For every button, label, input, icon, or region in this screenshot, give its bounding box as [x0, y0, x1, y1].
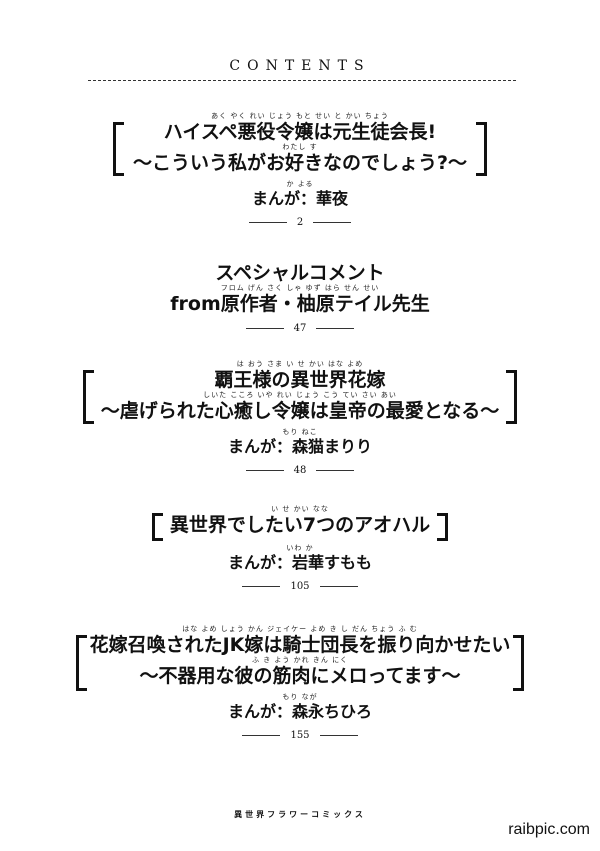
title-block: は おう さま い せ かい はな よめ 覇王様の異世界花嫁 しいた こころ い…	[82, 360, 518, 424]
author-ruby: もり なが	[282, 693, 318, 701]
left-bracket	[112, 122, 124, 176]
entry-subtitle: 〜不器用な彼の筋肉にメロってます〜	[139, 665, 461, 687]
ruby-text: い せ かい なな	[271, 505, 329, 513]
entry-author: まんが：森猫まりり	[227, 437, 372, 456]
page-number: 155	[290, 730, 310, 741]
ruby-text: しいた こころ いや れい じょう こう てい さい あい	[203, 391, 397, 399]
toc-entry[interactable]: い せ かい なな 異世界でしたい7つのアオハル いわ か まんが：岩華すもも …	[0, 505, 600, 592]
dash-left	[245, 328, 284, 329]
entry-title: 花嫁召喚されたJK嫁は騎士団長を振り向かせたい	[89, 634, 511, 656]
dash-left	[245, 470, 284, 471]
right-bracket	[506, 370, 518, 424]
ruby-text: ふ き よう かれ きん にく	[251, 656, 348, 664]
dash-right	[313, 222, 352, 223]
entry-author: まんが：岩華すもも	[227, 553, 372, 572]
right-bracket	[476, 122, 488, 176]
dash-left	[242, 586, 281, 587]
left-bracket	[82, 370, 94, 424]
author-ruby: いわ か	[286, 544, 314, 552]
left-bracket	[75, 635, 87, 691]
left-bracket	[151, 513, 163, 541]
dash-left	[248, 222, 287, 223]
entry-title: 覇王様の異世界花嫁	[214, 369, 386, 391]
page-number: 47	[293, 323, 307, 334]
toc-entry[interactable]: スペシャルコメント フロム げん さく しゃ ゆず はら せん せい from原…	[0, 262, 600, 334]
watermark: raibpic.com	[508, 821, 590, 838]
page-number: 2	[296, 217, 304, 228]
dash-right	[319, 735, 358, 736]
author-ruby: もり ねこ	[282, 428, 318, 436]
author-ruby: か よる	[286, 180, 314, 188]
toc-entry[interactable]: はな よめ しょう かん ジェイケー よめ き し だん ちょう ふ む 花嫁召…	[0, 625, 600, 741]
toc-entry[interactable]: は おう さま い せ かい はな よめ 覇王様の異世界花嫁 しいた こころ い…	[0, 360, 600, 476]
entry-subtitle: 〜虐げられた心癒し令嬢は皇帝の最愛となる〜	[100, 400, 500, 422]
dash-right	[316, 328, 355, 329]
ruby-text: あく やく れい じょう もと せい と かい ちょう	[211, 112, 389, 120]
toc-entry[interactable]: あく やく れい じょう もと せい と かい ちょう ハイスペ悪役令嬢は元生徒…	[0, 112, 600, 228]
page-number-row: 2	[0, 217, 600, 228]
right-bracket	[437, 513, 449, 541]
ruby-text: は おう さま い せ かい はな よめ	[236, 360, 364, 368]
entry-title: ハイスペ悪役令嬢は元生徒会長!	[163, 121, 437, 143]
right-bracket	[513, 635, 525, 691]
title-block: スペシャルコメント フロム げん さく しゃ ゆず はら せん せい from原…	[170, 262, 430, 315]
page-number-row: 105	[0, 581, 600, 592]
page-number: 48	[293, 465, 307, 476]
entry-author: まんが：華夜	[251, 189, 348, 208]
page-number-row: 47	[0, 323, 600, 334]
dash-right	[319, 586, 358, 587]
entry-author: まんが：森永ちひろ	[227, 702, 372, 721]
entry-subtitle: from原作者・柚原テイル先生	[170, 293, 430, 315]
ruby-text: わたし す	[282, 143, 318, 151]
page-number: 105	[290, 581, 310, 592]
title-block: はな よめ しょう かん ジェイケー よめ き し だん ちょう ふ む 花嫁召…	[75, 625, 525, 691]
page-title: CONTENTS	[229, 58, 371, 74]
entry-title: 異世界でしたい7つのアオハル	[169, 514, 431, 536]
header-divider	[88, 80, 516, 81]
page-number-row: 48	[0, 465, 600, 476]
entry-subtitle: 〜こういう私がお好きなのでしょう?〜	[132, 152, 468, 174]
imprint-label: 異世界フラワーコミックス	[234, 810, 366, 819]
ruby-text: フロム げん さく しゃ ゆず はら せん せい	[220, 284, 380, 292]
page-number-row: 155	[0, 730, 600, 741]
title-block: い せ かい なな 異世界でしたい7つのアオハル	[151, 505, 449, 541]
title-block: あく やく れい じょう もと せい と かい ちょう ハイスペ悪役令嬢は元生徒…	[112, 112, 488, 176]
entry-title: スペシャルコメント	[215, 262, 385, 284]
dash-right	[316, 470, 355, 471]
dash-left	[242, 735, 281, 736]
ruby-text: はな よめ しょう かん ジェイケー よめ き し だん ちょう ふ む	[182, 625, 418, 633]
